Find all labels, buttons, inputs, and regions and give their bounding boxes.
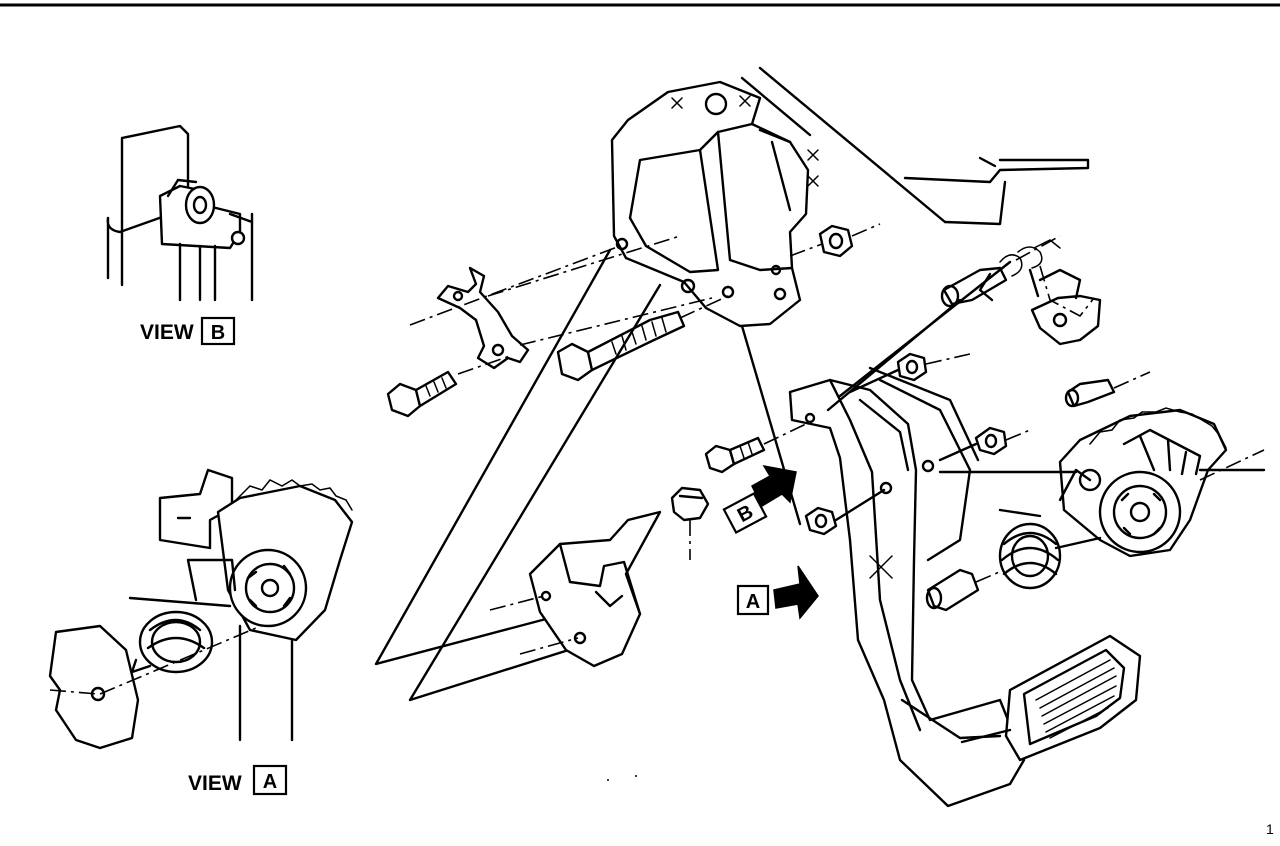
spacer-plate — [436, 266, 530, 370]
view-a-letter: A — [263, 771, 277, 793]
callout-arrow-b — [751, 464, 797, 508]
view-a-caption: VIEW — [188, 772, 242, 795]
pedal-bumper — [670, 486, 710, 560]
bushing-sleeve — [925, 568, 1005, 612]
view-b-detail — [106, 124, 254, 302]
view-b-letter-box — [200, 316, 236, 346]
adjuster-spring — [998, 508, 1102, 590]
adjuster-quadrant — [938, 407, 1266, 558]
bolt-short — [386, 370, 458, 418]
view-a-letter-box — [252, 764, 288, 796]
pedal-bushing — [938, 426, 1031, 462]
pivot-nut — [848, 352, 971, 394]
brake-pedal-arm — [788, 366, 1026, 808]
callout-a-letter: A — [746, 591, 760, 613]
view-b-caption: VIEW — [140, 321, 194, 344]
page-number: 1 — [1266, 821, 1274, 837]
pedal-pivot-bolt — [704, 423, 807, 474]
switch-bracket — [489, 510, 662, 668]
pedal-nut — [804, 488, 886, 536]
view-a-detail — [48, 468, 354, 750]
return-spring — [826, 235, 1061, 412]
pivot-bolt-long — [556, 310, 686, 382]
retainer-clip — [1028, 265, 1102, 346]
callout-b-box — [722, 492, 768, 534]
callout-a-box — [736, 584, 770, 616]
bracket-nut — [789, 223, 881, 258]
callout-arrow-a — [773, 565, 819, 620]
scan-dot — [607, 779, 609, 781]
pedal-mounting-bracket — [610, 66, 1090, 328]
brake-pedal-pad — [960, 634, 1142, 762]
clevis-pin — [1064, 371, 1151, 408]
view-b-letter: B — [211, 322, 225, 344]
scan-dot — [635, 775, 637, 777]
